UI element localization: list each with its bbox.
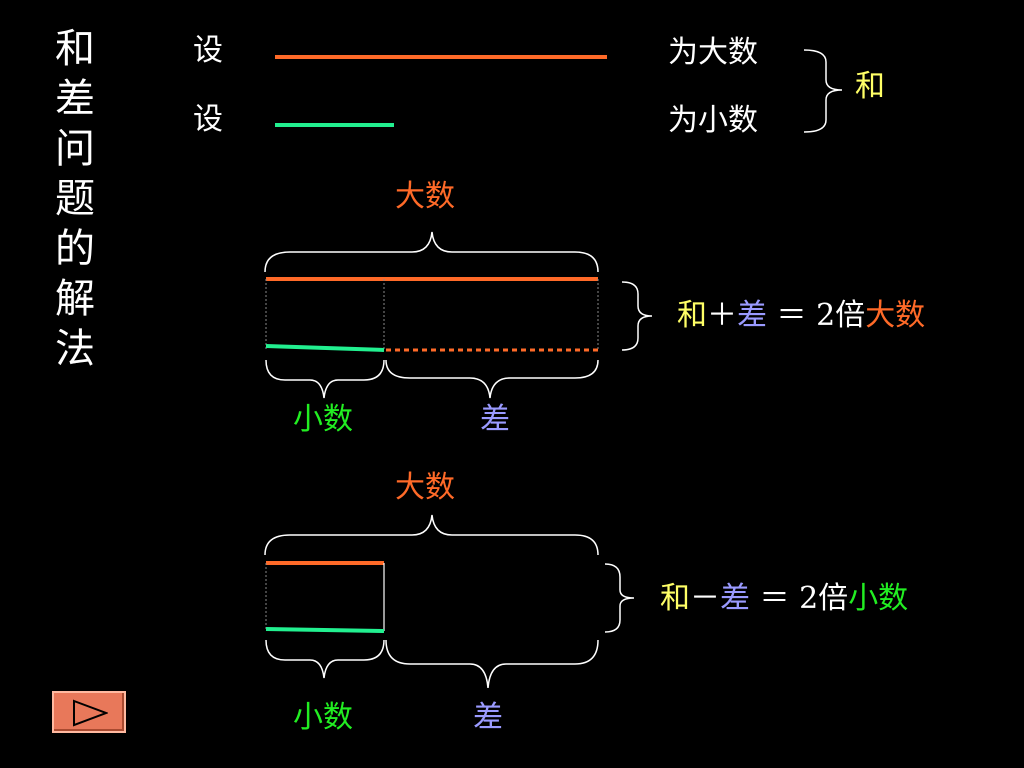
eq2-num: 2倍	[799, 581, 849, 616]
d2-small-line	[265, 627, 385, 633]
d2-small-brace	[265, 639, 385, 679]
title-char: 题	[55, 176, 95, 222]
title-char: 差	[55, 76, 95, 122]
diagram2-diff-label: 差	[473, 700, 503, 735]
d2-diff-brace	[385, 639, 599, 689]
title-char: 解	[55, 276, 95, 322]
play-triangle-icon	[73, 699, 108, 727]
d1-top-brace	[264, 231, 599, 273]
eq1-equals: ＝	[776, 298, 807, 333]
equation-1: 和＋差 ＝ 2倍大数	[677, 301, 925, 331]
d2-right-brace	[604, 563, 635, 633]
diagram1-small-label: 小数	[293, 402, 353, 437]
diagram1-big-label: 大数	[395, 179, 455, 214]
title-char: 法	[55, 326, 95, 372]
next-slide-button[interactable]	[52, 691, 126, 733]
eq2-sum: 和	[660, 581, 690, 616]
eq1-diff: 差	[737, 298, 767, 333]
eq1-result: 大数	[865, 298, 926, 333]
diagram2-small-label: 小数	[293, 700, 353, 735]
diagram1-diff-label: 差	[480, 402, 510, 437]
eq1-num: 2倍	[816, 298, 866, 333]
sum-label: 和	[855, 69, 885, 104]
eq2-result: 小数	[848, 581, 909, 616]
eq1-sum: 和	[677, 298, 707, 333]
d2-top-brace	[264, 514, 599, 556]
title-char: 的	[55, 226, 95, 272]
set-label-1: 设	[193, 33, 223, 68]
eq2-op: －	[690, 581, 720, 616]
d1-small-brace	[265, 359, 385, 399]
title-char: 问	[55, 126, 95, 172]
eq2-diff: 差	[720, 581, 750, 616]
big-number-label: 为大数	[668, 35, 758, 70]
title-char: 和	[55, 26, 95, 72]
sum-brace	[803, 49, 843, 133]
page-title: 和差问题的解法	[50, 24, 100, 374]
d1-small-line	[265, 344, 385, 352]
d1-diff-brace	[385, 359, 599, 399]
diagram2-big-label: 大数	[395, 470, 455, 505]
d1-right-brace	[621, 281, 653, 351]
eq1-op: ＋	[707, 298, 737, 333]
set-label-2: 设	[193, 102, 223, 137]
eq2-equals: ＝	[759, 581, 790, 616]
equation-2: 和－差 ＝ 2倍小数	[660, 584, 908, 614]
small-number-label: 为小数	[668, 103, 758, 138]
